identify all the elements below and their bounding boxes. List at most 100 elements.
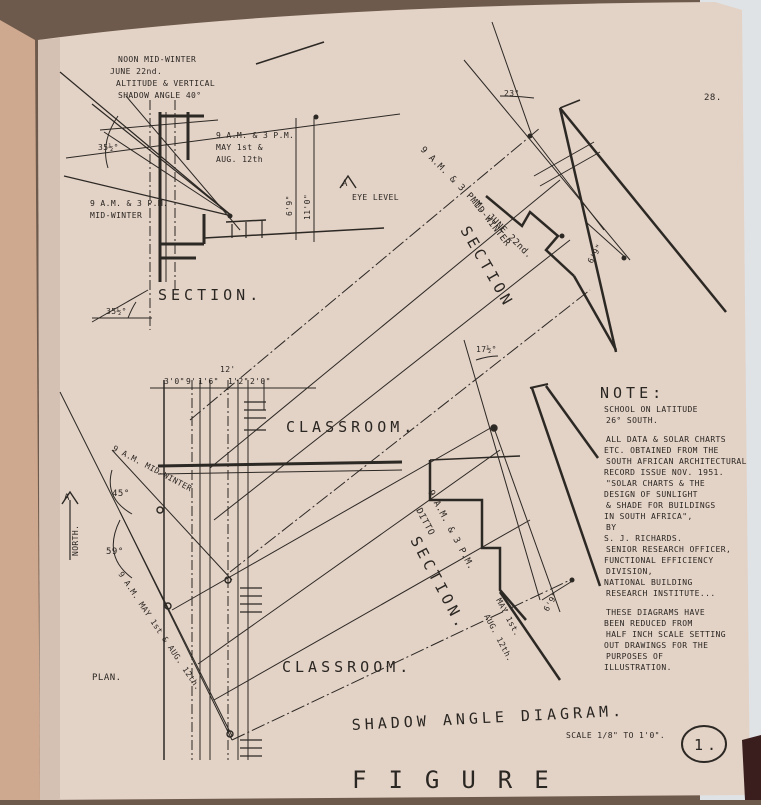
section-time-note-right-1: 9 A.M. & 3 P.M.	[216, 131, 294, 140]
right-sun-ray-3	[531, 135, 605, 231]
section-table-top	[225, 219, 267, 223]
right-parallel-1	[533, 141, 595, 177]
note-line: PURPOSES OF	[606, 652, 663, 661]
diagram-scale: SCALE 1/8" TO 1'0".	[566, 731, 665, 740]
noon-note-line-1: NOON MID-WINTER	[118, 55, 196, 64]
right-wall-line	[558, 107, 618, 353]
note-line: DESIGN OF SUNLIGHT	[604, 490, 698, 499]
plan-point-2	[224, 576, 232, 584]
note-line: HALF INCH SCALE SETTING	[606, 630, 726, 639]
plan-title: PLAN.	[92, 673, 122, 683]
section-top-drawing	[59, 41, 401, 330]
note-line: BEEN REDUCED FROM	[604, 619, 693, 628]
note-line: DIVISION,	[606, 567, 653, 576]
section-dim-point	[313, 114, 319, 120]
section-angle-arc-left	[105, 115, 119, 169]
plan-dim-1: 3'0"	[164, 377, 185, 386]
ditto-point-1	[491, 425, 497, 431]
gutter-shadow	[38, 38, 60, 800]
right-floor-line	[572, 275, 618, 351]
section-title: SECTION.	[158, 286, 262, 304]
section-sun-ray-2	[91, 103, 233, 217]
section-sun-ray-4	[103, 131, 233, 217]
ditto-angle-arc	[475, 355, 499, 361]
note-line: FUNCTIONAL EFFICIENCY	[604, 556, 714, 565]
right-roof-line	[559, 107, 727, 313]
plan-dim-5: 1'2"	[228, 377, 249, 386]
plan-ray-may	[119, 511, 233, 741]
section-time-note-right-3: AUG. 12th	[216, 155, 263, 164]
right-roof-edge	[559, 99, 581, 109]
section-sun-ray-3	[63, 175, 233, 217]
right-point-3	[559, 233, 565, 239]
plan-angle-59: 59°	[106, 547, 124, 557]
plan-column-bottom-2	[240, 739, 262, 757]
note-line: THESE DIAGRAMS HAVE	[606, 608, 705, 617]
plan-ray-midwinter	[111, 449, 233, 581]
section-angle-bottom: 35½°	[106, 306, 127, 316]
plan-arc-45	[109, 469, 133, 515]
page-number: 28.	[704, 93, 722, 103]
eye-level-label: EYE LEVEL	[352, 193, 399, 202]
section-time-note-right-2: MAY 1st &	[216, 143, 263, 152]
ditto-base-line	[498, 591, 562, 681]
note-line: NATIONAL BUILDING	[604, 578, 693, 587]
note-line: RESEARCH INSTITUTE...	[606, 589, 716, 598]
note-line: SCHOOL ON LATITUDE	[604, 405, 698, 414]
projection-line-4	[229, 289, 591, 573]
noon-note-line-3: ALTITUDE & VERTICAL	[116, 79, 215, 88]
note-line: ILLUSTRATION.	[604, 663, 672, 672]
ditto-roof-cap	[529, 383, 549, 389]
ditto-roof-line	[530, 387, 602, 587]
note-line: RECORD ISSUE NOV. 1951.	[604, 468, 724, 477]
note-line: IN SOUTH AFRICA",	[604, 512, 693, 521]
eye-level-marker-tri	[339, 174, 357, 189]
ditto-point-2	[569, 577, 575, 583]
right-angle-arc	[499, 95, 535, 99]
section-base-ray	[91, 289, 149, 323]
section-right-drawing	[463, 21, 727, 353]
figure-number-circle	[681, 725, 727, 763]
right-dim-line	[585, 221, 627, 259]
right-point-2	[621, 255, 627, 261]
left-page-edge	[0, 20, 40, 800]
ditto-wall	[429, 455, 521, 461]
note-line: 26° SOUTH.	[606, 416, 658, 425]
section-horizontal-1	[65, 113, 401, 159]
section-angle-left: 35½°	[98, 142, 119, 152]
ditto-ray-1	[463, 339, 541, 601]
note-line: OUT DRAWINGS FOR THE	[604, 641, 708, 650]
ditto-ray-2	[493, 427, 561, 613]
projection-line-3	[213, 239, 571, 521]
plan-dim-4: 12'	[220, 365, 236, 374]
note-heading: NOTE:	[600, 384, 665, 402]
noon-note-line-2: JUNE 22nd.	[110, 67, 162, 76]
plan-dim-3: 1'6"	[198, 377, 219, 386]
section-time-note-left-2: MID-WINTER	[90, 211, 142, 220]
plan-wall-top-inner	[157, 469, 403, 475]
projection-lines	[171, 127, 591, 741]
right-sun-ray-2	[463, 59, 631, 261]
noon-note-line-4: SHADOW ANGLE 40°	[118, 91, 201, 100]
plan-dim-2: 9'	[186, 377, 196, 386]
projection-line-7	[213, 519, 531, 701]
section-sun-ray-5	[125, 95, 241, 231]
plan-point-3	[164, 602, 172, 610]
right-angle-top: 23°	[504, 89, 520, 98]
section-dim-a: 6'9"	[285, 195, 294, 216]
section-dim-b: 11'0"	[303, 194, 312, 220]
right-parallel-2	[539, 151, 601, 187]
section-sun-ray-6	[255, 41, 325, 65]
note-line: ALL DATA & SOLAR CHARTS	[606, 435, 726, 444]
figure-label: FIGURE	[352, 766, 571, 794]
plan-drawing	[59, 380, 498, 760]
plan-point-1	[156, 506, 164, 514]
plan-arc-59	[112, 519, 133, 579]
right-sun-ray-1	[491, 21, 533, 137]
projection-line-2	[209, 179, 561, 469]
plan-classroom-top: CLASSROOM.	[286, 418, 416, 436]
ditto-section-drawing	[428, 339, 602, 681]
ditto-dim-line	[541, 579, 575, 601]
